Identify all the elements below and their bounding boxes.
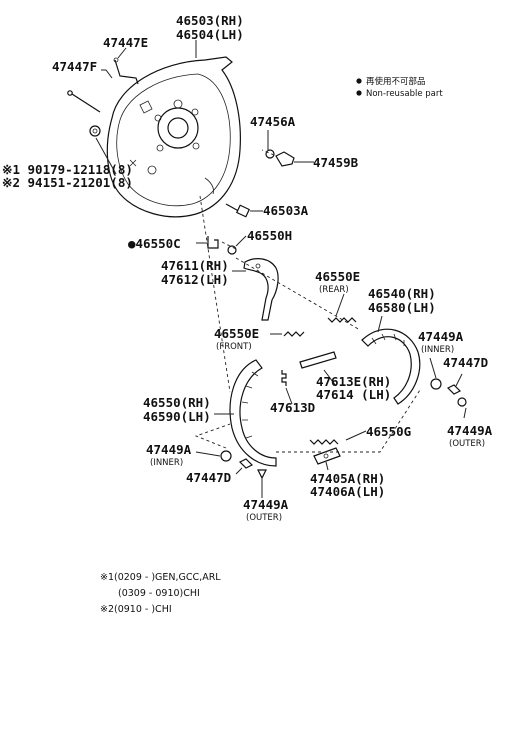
clip-46550C — [207, 236, 219, 249]
leader-lines — [95, 40, 467, 498]
assembly-lines — [194, 149, 421, 453]
label-47456A: 47456A — [250, 114, 296, 129]
label-47613E-rh: 47613E(RH) — [316, 374, 391, 389]
label-46590-lh: 46590(LH) — [143, 409, 211, 424]
spring-47447D-left — [238, 458, 254, 469]
label-inner-right: (INNER) — [421, 345, 454, 355]
nut-90179 — [89, 125, 101, 137]
label-47447D-right: 47447D — [443, 355, 488, 370]
legend-jp: 再使用不可部品 — [366, 76, 426, 87]
label-47459B: 47459B — [313, 155, 359, 170]
label-46580-lh: 46580(LH) — [368, 300, 436, 315]
label-46550G: 46550G — [366, 424, 411, 439]
label-47612-lh: 47612(LH) — [161, 272, 229, 287]
label-bolt-94151: ※2 94151-21201(8) — [2, 175, 133, 190]
label-47447D-left: 47447D — [186, 470, 231, 485]
label-outer-left: (OUTER) — [246, 513, 282, 523]
label-front: (FRONT) — [216, 342, 252, 352]
label-47447E: 47447E — [103, 35, 148, 50]
label-rear: (REAR) — [319, 285, 349, 295]
label-47449A-inner-right: 47449A — [418, 329, 464, 344]
label-46550E-rear: 46550E — [315, 269, 360, 284]
label-46503-rh: 46503(RH) — [176, 13, 244, 28]
spring-46550E-front — [283, 331, 305, 337]
label-inner-left: (INNER) — [150, 458, 183, 468]
label-47449A-outer-right: 47449A — [447, 423, 493, 438]
footnote-2: (0309 - 0910)CHI — [118, 588, 200, 599]
bolt-46503A — [225, 203, 251, 218]
brake-shoe-46550 — [229, 359, 277, 467]
cup-47449A-inner-right — [430, 378, 442, 390]
non-reusable-bullet-icon — [356, 78, 362, 84]
adjuster-47613E — [299, 351, 337, 369]
bleeder-47459B — [275, 151, 295, 167]
strut-47405A — [313, 447, 341, 465]
legend-en: Non-reusable part — [366, 89, 443, 99]
label-46550E-front: 46550E — [214, 326, 259, 341]
label-bolt-90179: ※1 90179-12118(8) — [2, 162, 133, 177]
cup-47449A-outer-left — [257, 469, 267, 480]
label-46503A: 46503A — [263, 203, 309, 218]
label-47447F: 47447F — [52, 59, 97, 74]
label-47614-lh: 47614 (LH) — [316, 387, 391, 402]
label-46550-rh: 46550(RH) — [143, 395, 211, 410]
spring-47447D-right — [446, 384, 462, 395]
brake-shoe-46540 — [361, 328, 421, 405]
footnote-3: ※2(0910 - )CHI — [100, 604, 172, 615]
label-47449A-inner-left: 47449A — [146, 442, 192, 457]
non-reusable-bullet-icon — [356, 90, 362, 96]
label-outer-right: (OUTER) — [449, 439, 485, 449]
pin-46550H — [227, 245, 237, 255]
label-47613D: 47613D — [270, 400, 315, 415]
bolt-47447F — [67, 90, 101, 113]
label-47611-rh: 47611(RH) — [161, 258, 229, 273]
cable-clamp-47447E — [113, 57, 139, 85]
grommet-47456A — [265, 149, 275, 159]
label-46540-rh: 46540(RH) — [368, 286, 436, 301]
footnote-1: ※1(0209 - )GEN,GCC,ARL — [100, 572, 221, 583]
cup-47449A-outer-right — [457, 397, 467, 407]
spring-46550G — [309, 439, 339, 445]
backing-plate — [106, 56, 241, 218]
label-46550C: ●46550C — [128, 236, 181, 251]
label-47405A-rh: 47405A(RH) — [310, 471, 385, 486]
label-46504-lh: 46504(LH) — [176, 27, 244, 42]
label-46550H: 46550H — [247, 228, 292, 243]
spring-47613D — [281, 370, 287, 386]
label-47406A-lh: 47406A(LH) — [310, 484, 385, 499]
label-47449A-outer-left: 47449A — [243, 497, 289, 512]
cup-47449A-inner-left — [220, 450, 232, 462]
parking-brake-lever — [243, 258, 279, 321]
